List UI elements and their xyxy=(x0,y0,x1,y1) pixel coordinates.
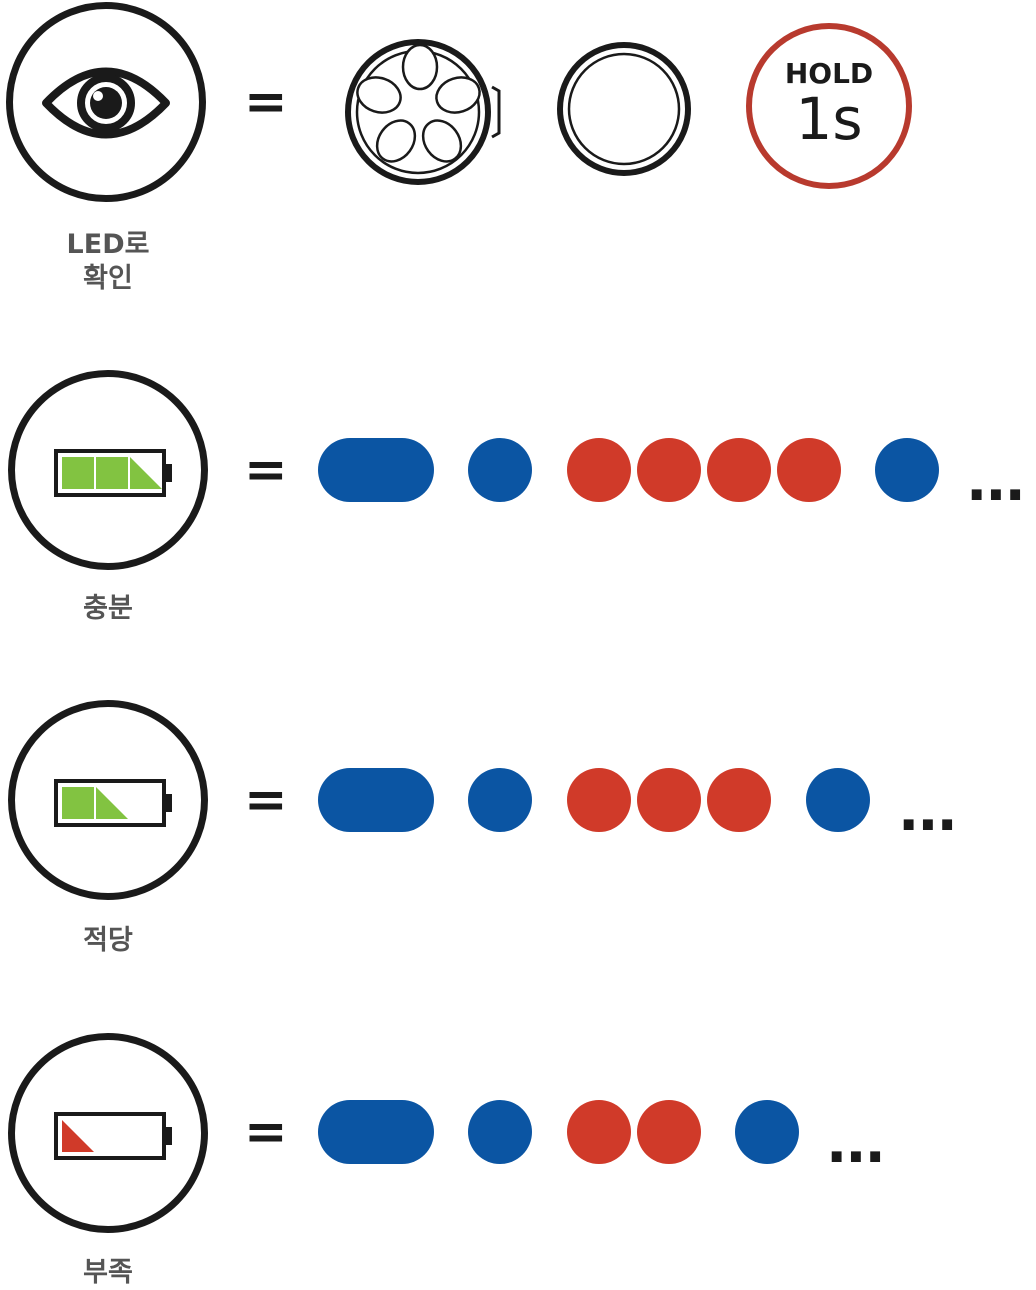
led-long-blue xyxy=(318,438,434,502)
led-long-blue xyxy=(318,768,434,832)
battery-terminal xyxy=(166,794,172,812)
led-red xyxy=(637,438,701,502)
battery-terminal xyxy=(166,1127,172,1145)
battery-cell xyxy=(62,1120,94,1152)
equals-sign: = xyxy=(244,440,288,500)
level-label-full: 충분 xyxy=(83,593,133,624)
level-label-low: 부족 xyxy=(83,1257,133,1288)
battery-full-icon xyxy=(54,449,166,497)
jog-dial-icon[interactable] xyxy=(334,37,506,187)
battery-cell xyxy=(62,787,94,819)
led-blue xyxy=(468,438,532,502)
battery-circle-full xyxy=(8,370,208,570)
battery-cell xyxy=(130,457,162,489)
ellipsis: ... xyxy=(898,779,958,844)
battery-cell xyxy=(96,787,128,819)
hold-badge-duration: 1s xyxy=(795,85,863,153)
battery-terminal xyxy=(166,464,172,482)
eye-icon xyxy=(42,67,170,139)
battery-medium-icon xyxy=(54,779,166,827)
battery-circle-low xyxy=(8,1033,208,1233)
check-led-label: LED로 확인 xyxy=(0,228,216,296)
led-red xyxy=(707,438,771,502)
led-red xyxy=(777,438,841,502)
level-label-medium: 적당 xyxy=(83,925,133,956)
led-red xyxy=(637,1100,701,1164)
led-blue xyxy=(735,1100,799,1164)
hold-badge-label: HOLD xyxy=(784,57,874,90)
equals-sign: = xyxy=(244,72,288,132)
check-led-label-line2: 확인 xyxy=(83,263,133,294)
led-red xyxy=(567,768,631,832)
led-blue xyxy=(806,768,870,832)
led-blue xyxy=(468,1100,532,1164)
battery-circle-medium xyxy=(8,700,208,900)
ellipsis: ... xyxy=(966,449,1026,514)
led-red xyxy=(567,438,631,502)
eye-circle xyxy=(6,2,206,202)
battery-cell xyxy=(96,457,128,489)
ellipsis: ... xyxy=(826,1111,886,1176)
equals-sign: = xyxy=(244,1102,288,1162)
led-red xyxy=(707,768,771,832)
battery-low-icon xyxy=(54,1112,166,1160)
equals-sign: = xyxy=(244,770,288,830)
hold-badge: HOLD 1s xyxy=(746,23,912,189)
led-red xyxy=(567,1100,631,1164)
led-red xyxy=(637,768,701,832)
led-long-blue xyxy=(318,1100,434,1164)
battery-cell xyxy=(62,457,94,489)
led-blue xyxy=(875,438,939,502)
led-blue xyxy=(468,768,532,832)
check-led-label-line1: LED로 xyxy=(66,229,150,260)
round-button-icon[interactable] xyxy=(554,39,694,179)
